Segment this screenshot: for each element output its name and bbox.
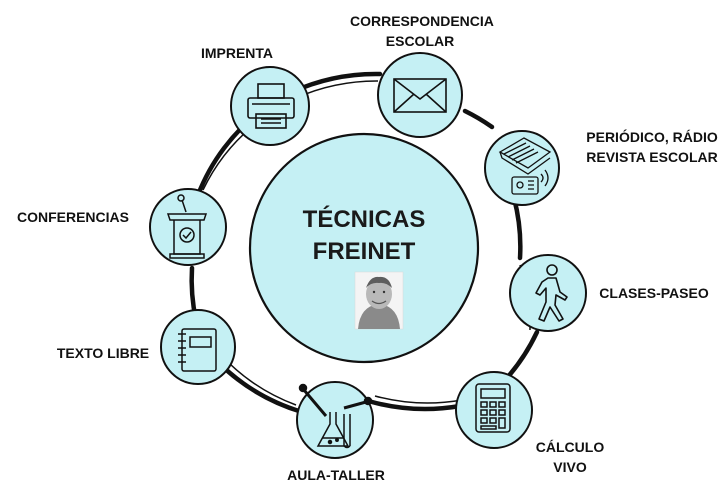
periodico-label-line2: REVISTA ESCOLAR [586,149,718,165]
newspaper-radio-icon [498,137,552,195]
portrait-photo [354,271,404,330]
clases-paseo-label: CLASES-PASEO [599,285,709,301]
printer-icon [247,83,295,129]
imprenta-circle [230,66,310,146]
imprenta-label: IMPRENTA [200,45,274,61]
periodico-label-line1: PERIÓDICO, RÁDIO [586,129,718,145]
center-title-line1: TÉCNICAS [302,206,426,233]
clases-paseo-circle [509,254,587,332]
center-circle [248,132,480,364]
conferencias-circle [149,188,227,266]
walking-person-icon [535,264,568,322]
envelope-icon [393,78,447,113]
calculator-icon [475,383,511,433]
aula-taller-circle [296,381,374,459]
correspondencia-circle [377,52,463,138]
lab-flask-icon [298,383,373,449]
calculo-vivo-label-line1: CÁLCULO [535,439,605,455]
aula-taller-label: AULA-TALLER [287,467,385,483]
texto-libre-label: TEXTO LIBRE [56,345,150,361]
podium-icon [166,194,208,259]
calculo-vivo-label-line2: VIVO [553,459,587,475]
conferencias-label: CONFERENCIAS [16,209,129,225]
notebook-icon [178,328,217,372]
correspondencia-label-line1: CORRESPONDENCIA [350,13,494,29]
correspondencia-label-line2: ESCOLAR [385,33,455,49]
center-title-line2: FREINET [312,238,416,265]
